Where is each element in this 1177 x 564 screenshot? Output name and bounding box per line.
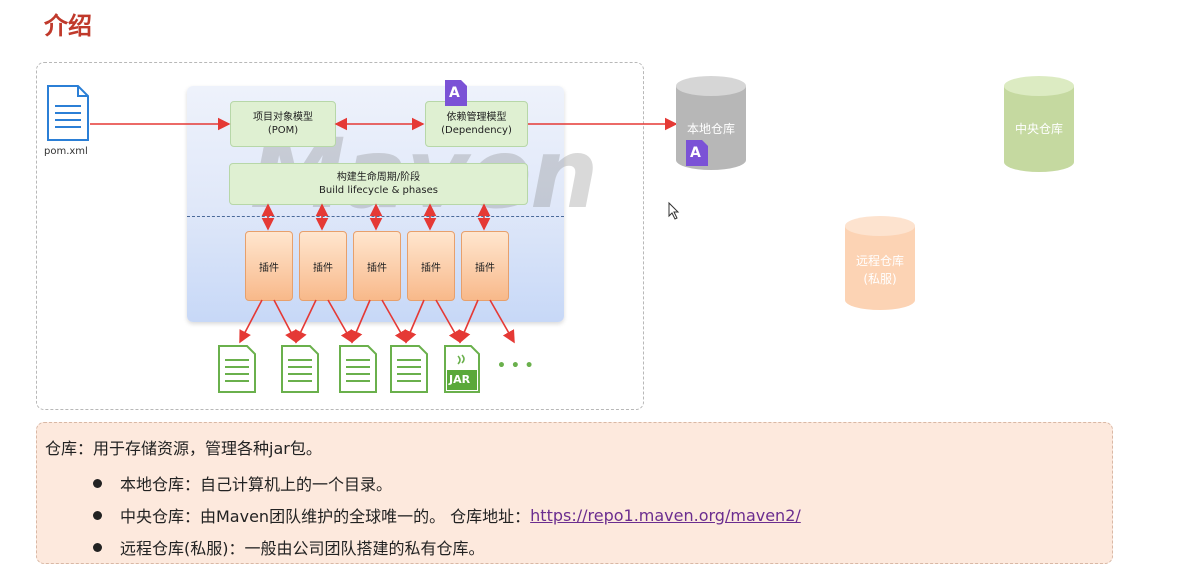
lifecycle-box: 构建生命周期/阶段 Build lifecycle & phases — [229, 163, 528, 205]
lifecycle-subtitle: Build lifecycle & phases — [319, 185, 438, 196]
dependency-model-title: 依赖管理模型 — [446, 111, 507, 123]
plugin-box: 插件 — [299, 231, 347, 301]
list-item-text: 远程仓库(私服)：一般由公司团队搭建的私有仓库。 — [120, 539, 485, 558]
central-repo-link[interactable]: https://repo1.maven.org/maven2/ — [530, 505, 801, 525]
list-item: 中央仓库：由Maven团队维护的全球唯一的。 仓库地址： https://rep… — [93, 503, 801, 527]
diagram-frame — [36, 62, 644, 410]
mouse-cursor-icon — [668, 201, 680, 220]
bullet-icon — [93, 542, 102, 552]
list-item-text: 中央仓库：由Maven团队维护的全球唯一的。 仓库地址： — [120, 507, 531, 526]
plugin-box: 插件 — [461, 231, 509, 301]
pom-model-box: 项目对象模型 (POM) — [230, 101, 336, 147]
central-repository-label: 中央仓库 — [1014, 122, 1063, 136]
list-item: 本地仓库：自己计算机上的一个目录。 — [93, 471, 392, 495]
list-item-text: 本地仓库：自己计算机上的一个目录。 — [120, 475, 393, 494]
bullet-icon — [93, 478, 102, 488]
page-title: 介绍 — [44, 12, 92, 40]
repository-info-box: 仓库：用于存储资源，管理各种jar包。 本地仓库：自己计算机上的一个目录。 中央… — [36, 422, 1113, 564]
plugin-box: 插件 — [407, 231, 455, 301]
plugin-box: 插件 — [245, 231, 293, 301]
dependency-model-box: 依赖管理模型 (Dependency) — [425, 101, 528, 147]
bullet-icon — [93, 510, 102, 520]
jar-label: JAR — [449, 373, 471, 386]
pom-model-title: 项目对象模型 — [253, 111, 313, 123]
dependency-model-subtitle: (Dependency) — [441, 125, 512, 136]
local-repository-label: 本地仓库 — [686, 122, 735, 136]
remote-repository-label: 远程仓库 (私服) — [855, 254, 904, 286]
lifecycle-title: 构建生命周期/阶段 — [336, 171, 421, 183]
info-heading: 仓库：用于存储资源，管理各种jar包。 — [45, 439, 322, 458]
artifact-badge-label: A — [690, 145, 701, 161]
pom-model-subtitle: (POM) — [267, 125, 299, 136]
plugin-box: 插件 — [353, 231, 401, 301]
phase-divider — [187, 216, 564, 217]
list-item: 远程仓库(私服)：一般由公司团队搭建的私有仓库。 — [93, 535, 485, 559]
pom-file-label: pom.xml — [44, 146, 88, 157]
artifact-badge-label: A — [449, 85, 460, 101]
ellipsis-indicator: • • • — [497, 358, 534, 374]
